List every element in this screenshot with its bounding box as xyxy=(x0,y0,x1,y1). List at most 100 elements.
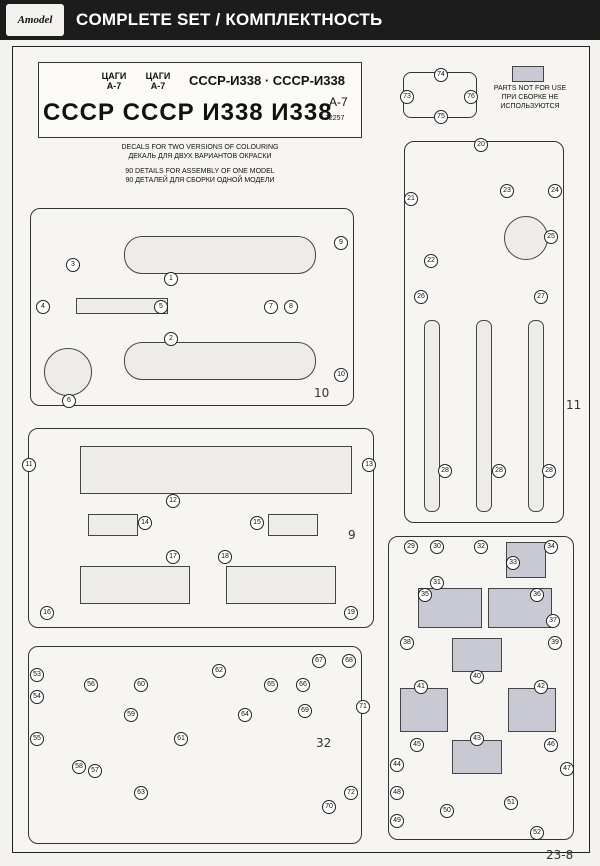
decal-model: А-7 xyxy=(329,95,348,109)
part-number-17: 17 xyxy=(166,550,180,564)
part-number-37: 37 xyxy=(546,614,560,628)
tailplane-left xyxy=(88,514,138,536)
decal-sheet: ЦАГИ А-7 ЦАГИ А-7 СССР-И338 · СССР-И338 … xyxy=(38,62,362,138)
part-number-49: 49 xyxy=(390,814,404,828)
part-number-10: 10 xyxy=(334,368,348,382)
page-title: COMPLETE SET / КОМПЛЕКТНОСТЬ xyxy=(76,10,383,29)
part-number-4: 4 xyxy=(36,300,50,314)
part-number-50: 50 xyxy=(440,804,454,818)
part-number-68: 68 xyxy=(342,654,356,668)
part-number-47: 47 xyxy=(560,762,574,776)
part-number-34: 34 xyxy=(544,540,558,554)
cowling-ring xyxy=(44,348,92,396)
decal-a7-2: А-7 xyxy=(150,81,166,91)
part-number-11: 11 xyxy=(22,458,36,472)
handwritten-page: 23-8 xyxy=(546,848,574,862)
part-number-60: 60 xyxy=(134,678,148,692)
note-en2: 90 DETAILS FOR ASSEMBLY OF ONE MODEL xyxy=(125,168,275,175)
part-number-63: 63 xyxy=(134,786,148,800)
part-number-71: 71 xyxy=(356,700,370,714)
part-number-31: 31 xyxy=(430,576,444,590)
not-for-use-en: PARTS NOT FOR USE xyxy=(493,85,567,92)
part-number-8: 8 xyxy=(284,300,298,314)
part-number-51: 51 xyxy=(504,796,518,810)
part-number-53: 53 xyxy=(30,668,44,682)
part-number-18: 18 xyxy=(218,550,232,564)
decal-big-text: СССР СССР И338 И338 xyxy=(43,99,333,126)
part-number-13: 13 xyxy=(362,458,376,472)
part-number-20: 20 xyxy=(474,138,488,152)
decal-code: 72257 xyxy=(325,115,345,122)
part-number-69: 69 xyxy=(298,704,312,718)
part-number-76: 76 xyxy=(464,90,478,104)
part-number-52: 52 xyxy=(530,826,544,840)
strut-28c xyxy=(528,320,544,512)
brand-logo: Amodel xyxy=(6,4,64,36)
part-number-55: 55 xyxy=(30,732,44,746)
decal-cccp-i338-a: СССР-И338 xyxy=(189,73,262,88)
part-number-28c: 28 xyxy=(542,464,556,478)
part-number-7: 7 xyxy=(264,300,278,314)
part-number-70: 70 xyxy=(322,800,336,814)
part-number-28b: 28 xyxy=(492,464,506,478)
part-number-62: 62 xyxy=(212,664,226,678)
part-number-35: 35 xyxy=(418,588,432,602)
part-number-6: 6 xyxy=(62,394,76,408)
part-33-not-used xyxy=(506,542,546,578)
part-number-39: 39 xyxy=(548,636,562,650)
part-number-24: 24 xyxy=(548,184,562,198)
part-number-46: 46 xyxy=(544,738,558,752)
part-41-not-used xyxy=(400,688,448,732)
small-parts-sprue xyxy=(28,646,362,844)
part-number-56: 56 xyxy=(84,678,98,692)
part-number-74: 74 xyxy=(434,68,448,82)
part-number-1: 1 xyxy=(164,272,178,286)
part-number-42: 42 xyxy=(534,680,548,694)
engine-25 xyxy=(504,216,548,260)
note-ru2: 90 ДЕТАЛЕЙ ДЛЯ СБОРКИ ОДНОЙ МОДЕЛИ xyxy=(125,177,275,184)
part-number-22: 22 xyxy=(424,254,438,268)
part-number-26: 26 xyxy=(414,290,428,304)
part-number-48: 48 xyxy=(390,786,404,800)
part-number-12: 12 xyxy=(166,494,180,508)
part-number-40: 40 xyxy=(470,670,484,684)
fuselage-half-1 xyxy=(124,236,316,274)
part-number-25: 25 xyxy=(544,230,558,244)
part-number-59: 59 xyxy=(124,708,138,722)
part-number-64: 64 xyxy=(238,708,252,722)
part-number-73: 73 xyxy=(400,90,414,104)
handwritten-9: 9 xyxy=(348,528,356,542)
part-number-29: 29 xyxy=(404,540,418,554)
part-number-44: 44 xyxy=(390,758,404,772)
decal-notes: DECALS FOR TWO VERSIONS OF COLOURING ДЕК… xyxy=(110,143,290,185)
part-number-75: 75 xyxy=(434,110,448,124)
header: Amodel COMPLETE SET / КОМПЛЕКТНОСТЬ xyxy=(0,0,600,40)
part-number-19: 19 xyxy=(344,606,358,620)
part-number-5: 5 xyxy=(154,300,168,314)
decal-cccp-i338-b: СССР-И338 xyxy=(272,73,345,88)
part-number-72: 72 xyxy=(344,786,358,800)
upper-wing xyxy=(80,446,352,494)
lower-wing-left xyxy=(80,566,190,604)
part-number-67: 67 xyxy=(312,654,326,668)
part-number-43: 43 xyxy=(470,732,484,746)
part-number-9: 9 xyxy=(334,236,348,250)
handwritten-11: 11 xyxy=(566,398,582,412)
decal-tsagi-1: ЦАГИ xyxy=(101,71,127,81)
not-for-use-swatch xyxy=(512,66,544,82)
part-number-15: 15 xyxy=(250,516,264,530)
part-number-2: 2 xyxy=(164,332,178,346)
strut-28a xyxy=(424,320,440,512)
part-number-36: 36 xyxy=(530,588,544,602)
part-number-38: 38 xyxy=(400,636,414,650)
not-for-use-ru: ПРИ СБОРКЕ НЕ ИСПОЛЬЗУЮТСЯ xyxy=(500,94,560,110)
tailplane-right xyxy=(268,514,318,536)
part-number-3: 3 xyxy=(66,258,80,272)
strut-28b xyxy=(476,320,492,512)
part-number-28a: 28 xyxy=(438,464,452,478)
part-number-45: 45 xyxy=(410,738,424,752)
note-ru1: ДЕКАЛЬ ДЛЯ ДВУХ ВАРИАНТОВ ОКРАСКИ xyxy=(128,153,272,160)
part-number-21: 21 xyxy=(404,192,418,206)
part-number-41: 41 xyxy=(414,680,428,694)
handwritten-10: 10 xyxy=(314,386,330,400)
